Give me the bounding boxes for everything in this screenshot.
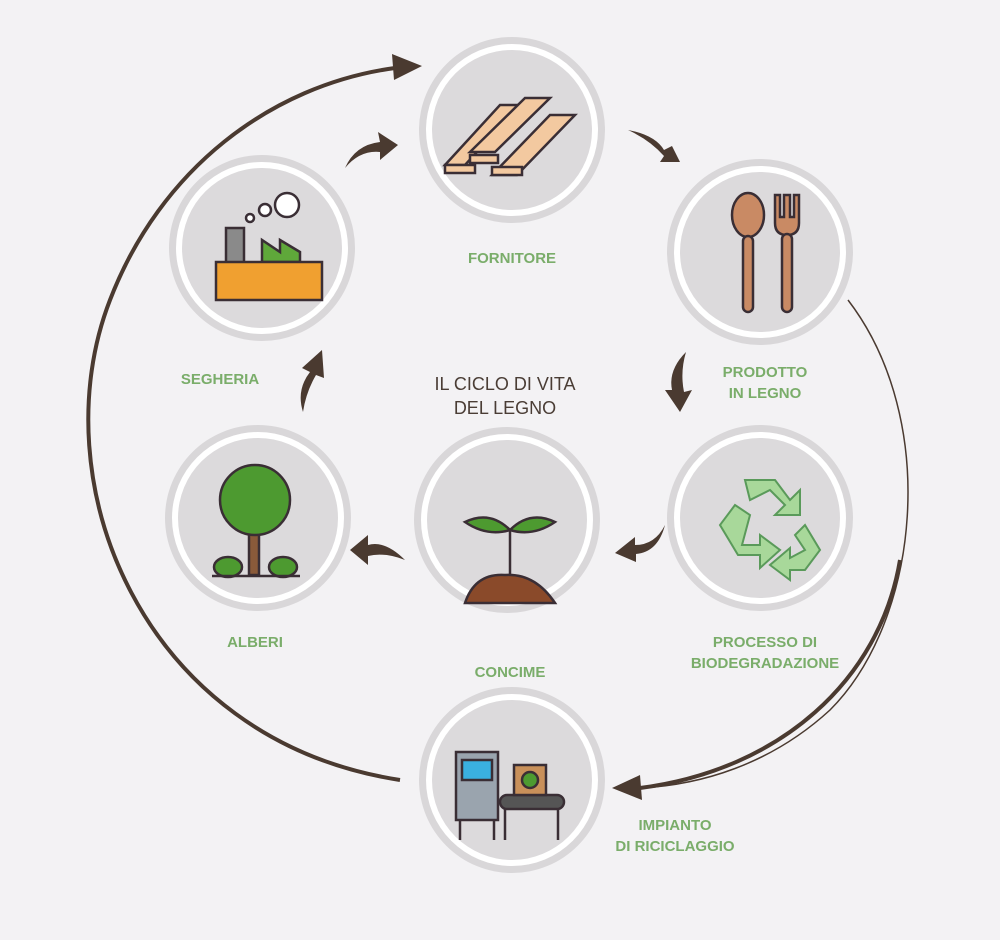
label-impianto: IMPIANTO DI RICICLAGGIO [615, 817, 735, 855]
big-arc-left-arrow [86, 66, 401, 782]
sprout-soil-icon [462, 516, 558, 605]
tree-icon [212, 463, 300, 579]
label-segheria: SEGHERIA [180, 371, 260, 388]
circle-prodotto [667, 159, 853, 345]
recycle-icon [718, 479, 822, 582]
label-concime: CONCIME [474, 664, 546, 681]
diagram-title: IL CICLO DI VITA DEL LEGNO [434, 374, 576, 418]
recycling-plant-icon [454, 750, 566, 840]
arrowhead-icon [612, 775, 642, 800]
big-arc-right-arrow [639, 299, 909, 789]
wood-planks-icon [442, 96, 578, 177]
sawmill-factory-icon [214, 191, 324, 302]
label-fornitore: FORNITORE [467, 250, 557, 267]
arrowhead-icon [392, 54, 422, 80]
wooden-cutlery-icon [730, 191, 801, 314]
label-processo: PROCESSO DI BIODEGRADAZIONE [690, 634, 840, 672]
circle-impianto [419, 687, 605, 873]
label-prodotto: PRODOTTO IN LEGNO [722, 364, 808, 402]
label-alberi: ALBERI [227, 634, 283, 651]
circle-processo [667, 425, 853, 611]
small-arrows [300, 130, 692, 565]
